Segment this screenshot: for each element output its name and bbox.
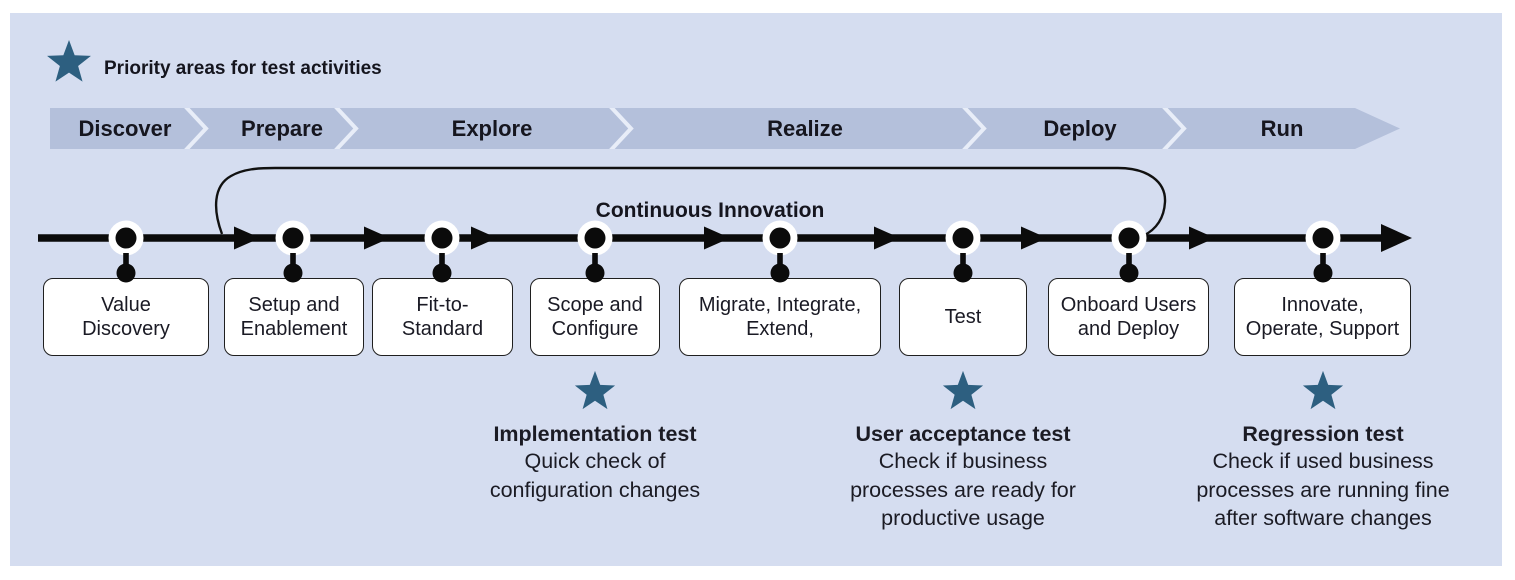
phase-prepare: Prepare [241, 116, 323, 141]
test-title: User acceptance test [855, 422, 1071, 446]
phase-explore: Explore [451, 116, 533, 141]
phase-realize: Realize [767, 116, 843, 141]
test-title: Implementation test [493, 422, 697, 446]
phase-band: Discover Prepare Explore Realize Deploy … [50, 108, 1400, 149]
continuous-innovation-label: Continuous Innovation [595, 199, 825, 222]
milestone-box-scope-configure: Scope and Configure [530, 278, 660, 356]
milestone-box-setup-enablement: Setup and Enablement [224, 278, 364, 356]
phase-separator-chevrons [50, 108, 1400, 149]
test-annotation-regression: Regression test Check if used business p… [1148, 370, 1498, 533]
test-description: Check if used business processes are run… [1196, 449, 1450, 531]
phase-run: Run [1260, 116, 1304, 141]
milestone-box-fit-to-standard: Fit-to- Standard [372, 278, 513, 356]
test-annotation-user-acceptance: User acceptance test Check if business p… [788, 370, 1138, 533]
milestone-box-value-discovery: Value Discovery [43, 278, 209, 356]
star-icon [1302, 370, 1344, 410]
phase-discover: Discover [78, 116, 172, 141]
test-description: Check if business processes are ready fo… [850, 449, 1076, 531]
milestone-box-onboard-deploy: Onboard Users and Deploy [1048, 278, 1209, 356]
milestone-box-test: Test [899, 278, 1027, 356]
test-title: Regression test [1242, 422, 1404, 446]
test-annotation-implementation: Implementation test Quick check of confi… [420, 370, 770, 504]
milestone-box-migrate-integrate-extend: Migrate, Integrate, Extend, [679, 278, 881, 356]
star-icon [574, 370, 616, 410]
legend-label: Priority areas for test activities [104, 58, 382, 79]
star-icon [942, 370, 984, 410]
star-icon [47, 39, 91, 82]
phase-deploy: Deploy [1043, 116, 1117, 141]
milestone-box-innovate-operate-support: Innovate, Operate, Support [1234, 278, 1411, 356]
test-description: Quick check of configuration changes [489, 449, 701, 502]
